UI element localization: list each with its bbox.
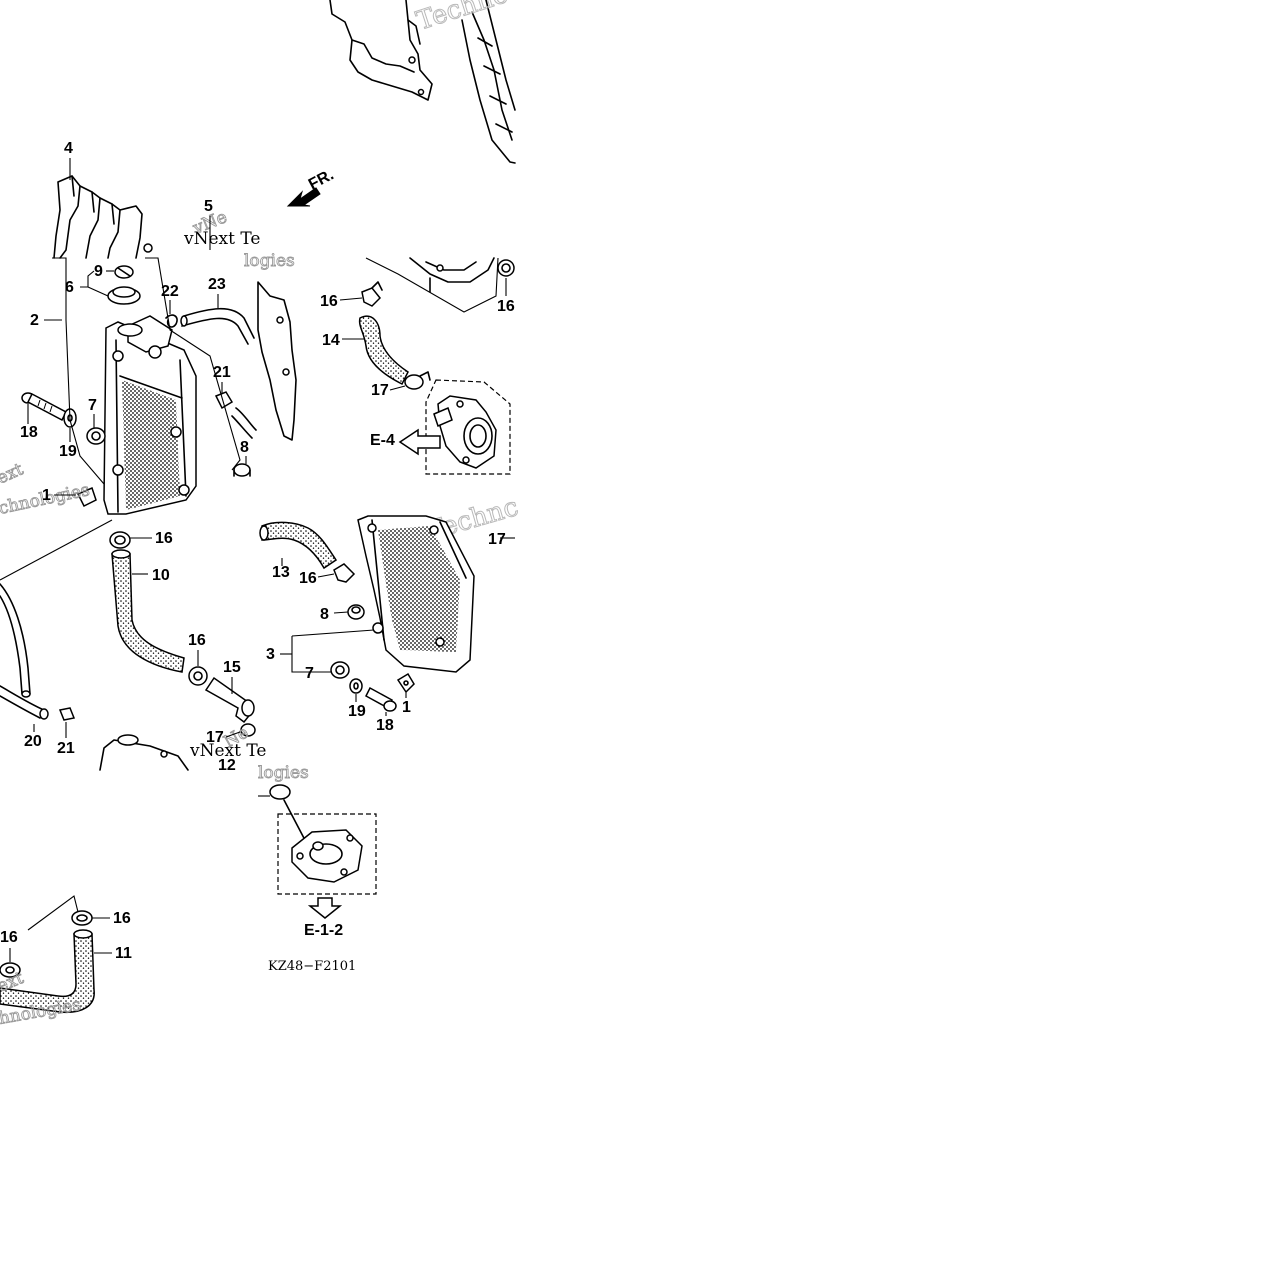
watermark: vNext Te [189, 741, 266, 761]
grommet-7-right [330, 661, 350, 679]
callout-23: 23 [208, 276, 226, 293]
callout-16: 16 [113, 910, 131, 927]
water-pump-cover [425, 379, 511, 475]
callout-13: 13 [272, 564, 290, 581]
watermark: vNext Te [183, 229, 260, 249]
callout-15: 15 [223, 659, 241, 676]
radiator-top-lower [99, 734, 189, 771]
bracket-1-right [396, 672, 415, 694]
callout-7: 7 [305, 665, 314, 682]
clamp-16-hose10-top [109, 531, 131, 549]
ref-e4: E-4 [370, 432, 395, 449]
callout-5: 5 [204, 198, 213, 215]
assembly-bracket-2b [145, 257, 241, 471]
callouts: 4 5 9 6 2 22 23 21 7 18 19 8 1 16 16 14 … [0, 140, 515, 974]
callout-16: 16 [0, 929, 18, 946]
clamp-16-hose13 [333, 563, 356, 583]
callout-8: 8 [320, 606, 329, 623]
hose-14 [358, 315, 409, 386]
section-arrow-e4 [398, 428, 441, 456]
radiator-shroud-upper [329, 0, 516, 164]
breather-tube [180, 307, 255, 345]
collar-8-right [347, 604, 365, 620]
clamp-17-hose14 [404, 371, 431, 390]
section-arrow-e12 [307, 897, 343, 919]
clip-21-lower [58, 707, 76, 721]
radiator-cap [107, 265, 141, 305]
callout-18: 18 [20, 424, 38, 441]
callout-3: 3 [266, 646, 275, 663]
callout-11: 11 [115, 945, 132, 962]
callout-2: 2 [30, 312, 39, 329]
hose-11 [0, 929, 95, 1014]
callout-21: 21 [213, 364, 231, 381]
callout-9: 9 [94, 263, 103, 280]
callout-21: 21 [57, 740, 75, 757]
overflow-tube-20 [0, 583, 49, 720]
clamp-16-top-right [497, 259, 515, 277]
callout-20: 20 [24, 733, 42, 750]
washer-19-right [349, 678, 363, 694]
callout-17: 17 [488, 531, 506, 548]
callout-16: 16 [299, 570, 317, 587]
callout-16: 16 [188, 632, 206, 649]
ref-e12: E-1-2 [304, 922, 343, 939]
collar-8-left [233, 463, 251, 477]
callout-1: 1 [402, 699, 411, 716]
callout-7: 7 [88, 397, 97, 414]
radiator-right [357, 515, 475, 673]
callout-22: 22 [161, 283, 179, 300]
leader-box [365, 257, 499, 313]
callout-16: 16 [320, 293, 338, 310]
clamp-16-hose11-left [0, 962, 21, 978]
watermark: Techno [413, 0, 512, 37]
bolt-18-left [21, 392, 67, 422]
engine-case-top [409, 257, 495, 293]
grommet-7-left [86, 427, 106, 445]
clamp-17-head [258, 784, 291, 800]
direction-arrow: FR. [286, 166, 337, 207]
shroud-panel-center [257, 281, 297, 441]
callout-1: 1 [42, 487, 51, 504]
leader-line [27, 895, 79, 931]
callout-18: 18 [376, 717, 394, 734]
clamp-16-hose14-top [361, 281, 383, 307]
clamp-16-pipe15 [188, 666, 208, 686]
cylinder-head [277, 799, 377, 895]
hose-clip-small [214, 391, 257, 439]
watermark: logies [258, 763, 309, 783]
callout-4: 4 [64, 140, 73, 157]
callout-10: 10 [152, 567, 170, 584]
callout-17: 17 [206, 729, 224, 746]
hose-10 [111, 549, 185, 673]
callout-16: 16 [155, 530, 173, 547]
direction-label: FR. [306, 166, 337, 193]
watermark: logies [244, 251, 295, 271]
callout-16: 16 [497, 298, 515, 315]
callout-12: 12 [218, 757, 236, 774]
callout-8: 8 [240, 439, 249, 456]
pipe-15 [204, 676, 255, 724]
breather-clip [165, 314, 178, 328]
callout-14: 14 [322, 332, 340, 349]
callout-19: 19 [59, 443, 77, 460]
reference-code: KZ48−F2101 [268, 959, 356, 974]
bracket-1-left [76, 486, 97, 508]
callout-6: 6 [65, 279, 74, 296]
leader-line [0, 519, 113, 581]
radiator-shroud-left [53, 175, 153, 259]
clamp-16-hose11-top [71, 910, 93, 926]
assembly-bracket-2 [52, 257, 105, 485]
assembly-bracket-3 [291, 629, 375, 673]
radiator-left [103, 315, 197, 515]
callout-17: 17 [371, 382, 389, 399]
watermark: ext [0, 459, 26, 488]
hose-13 [259, 521, 338, 570]
clamp-17-lower [240, 723, 256, 737]
bolt-18-right [365, 686, 397, 712]
callout-19: 19 [348, 703, 366, 720]
